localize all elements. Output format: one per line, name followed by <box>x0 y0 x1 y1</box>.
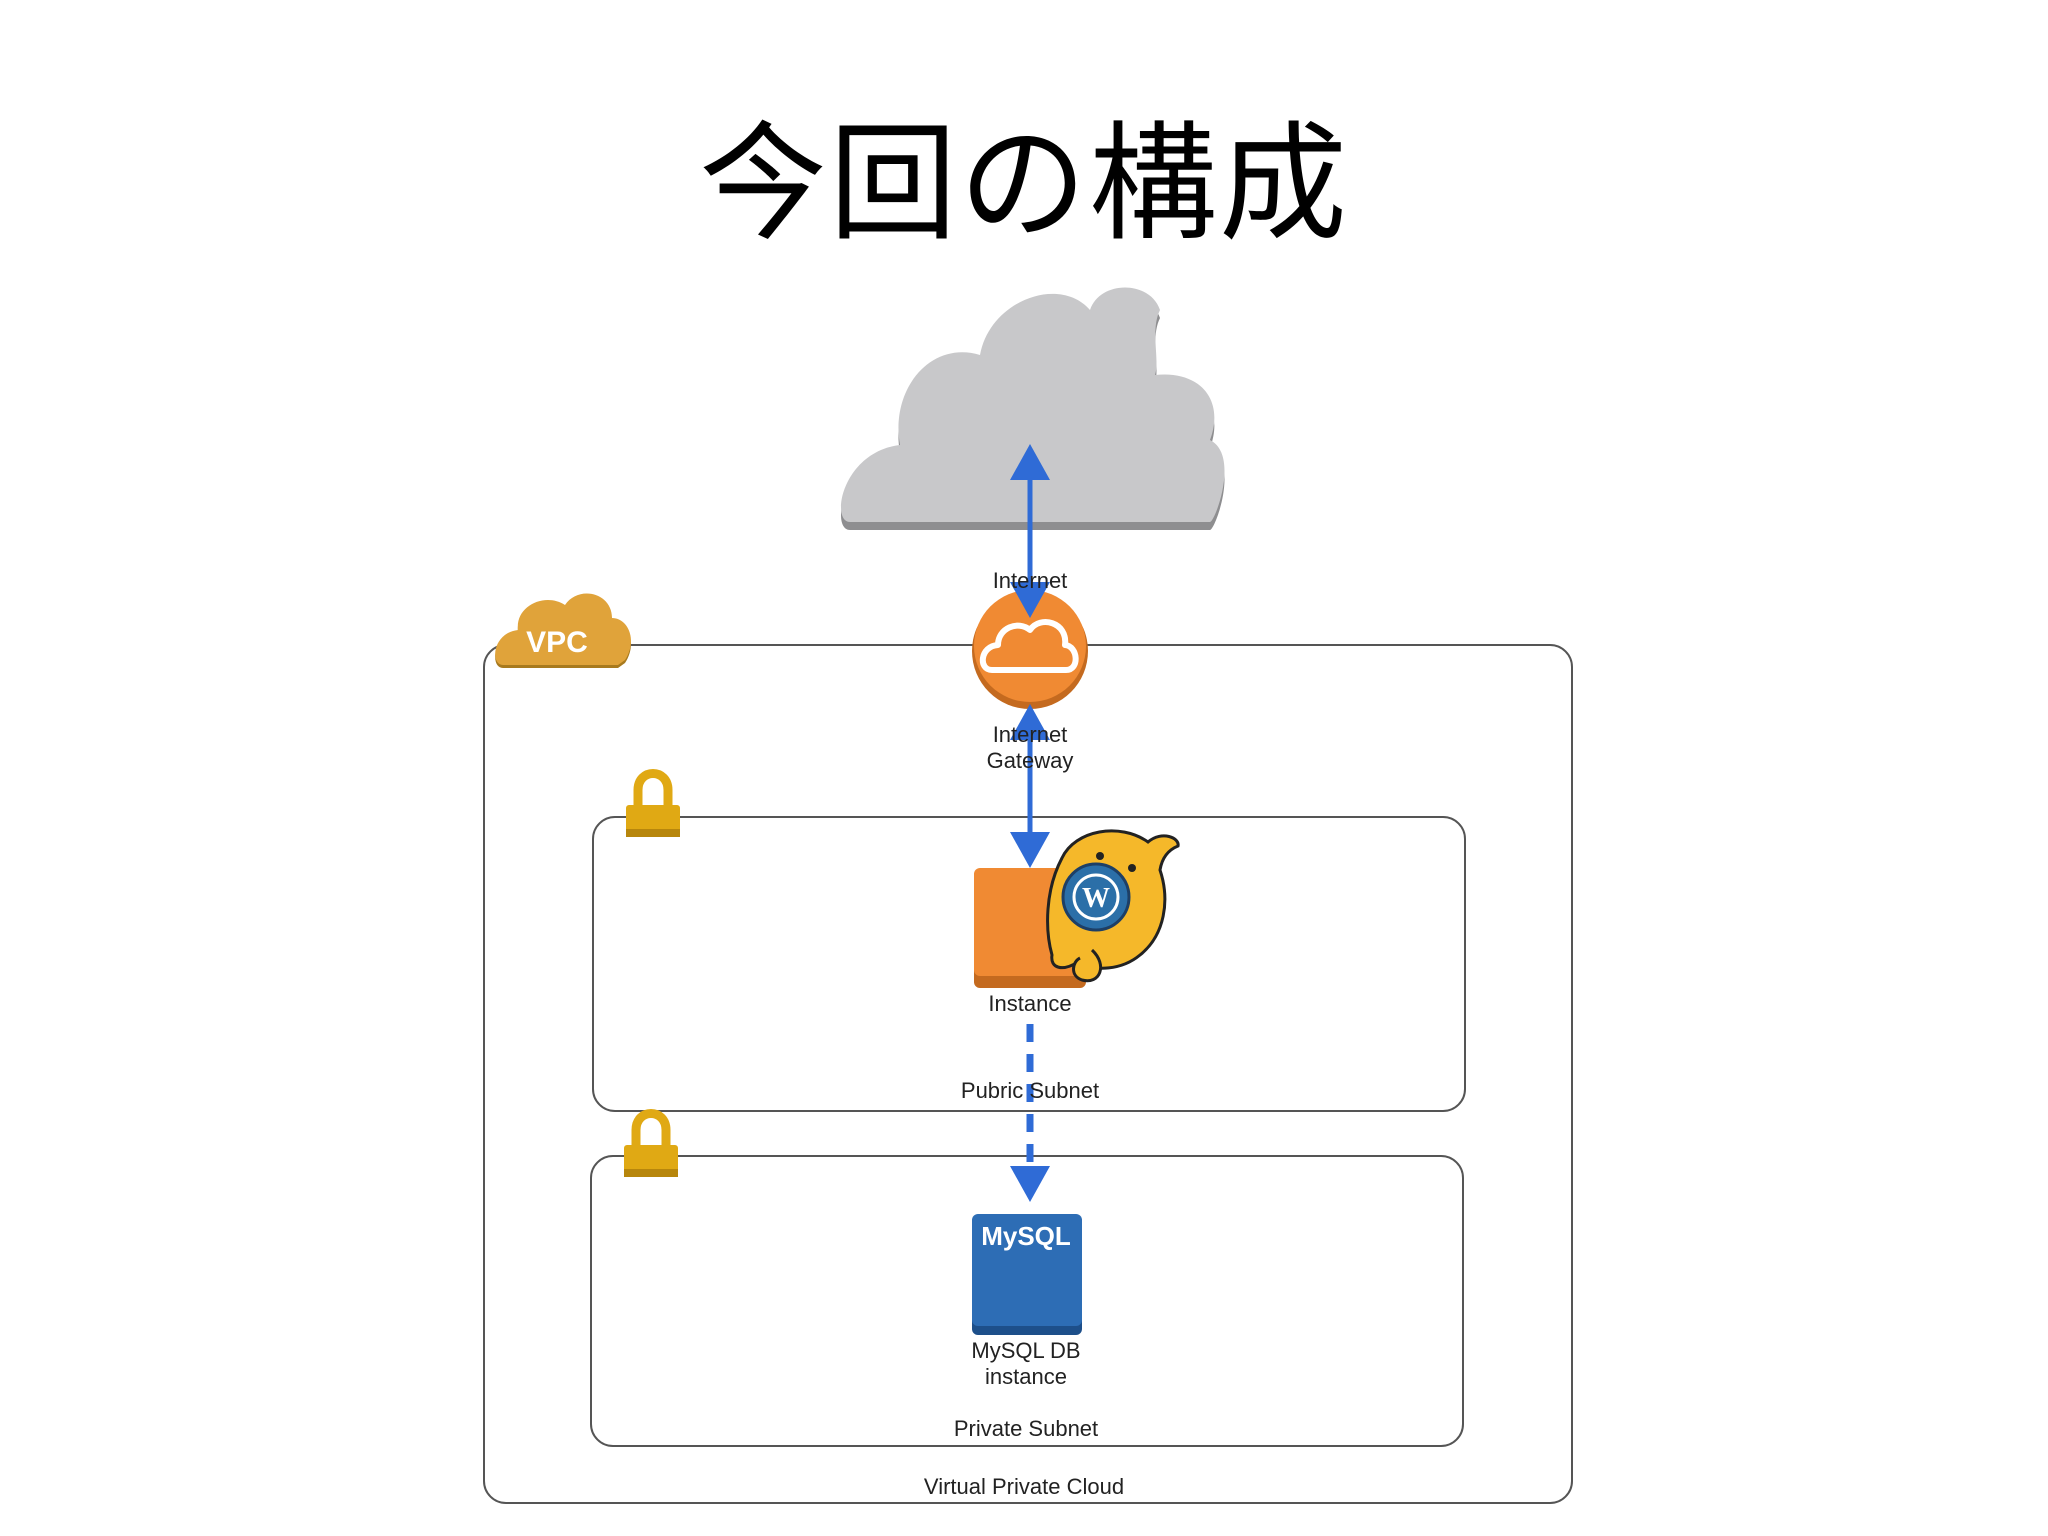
gateway-label-line1: Internet <box>993 722 1068 747</box>
slide-title: 今回の構成 <box>698 110 1349 259</box>
private-subnet-lock-icon <box>624 1109 678 1177</box>
svg-text:W: W <box>1082 883 1110 914</box>
private-subnet-label: Private Subnet <box>954 1416 1098 1441</box>
internet-label: Internet <box>993 568 1068 593</box>
db-label-line2: instance <box>985 1364 1067 1389</box>
public-subnet-lock-icon <box>626 769 680 837</box>
internet-cloud-icon <box>841 287 1225 530</box>
wapuu-mascot-icon: W <box>1046 829 1180 983</box>
instance-label: Instance <box>988 991 1071 1016</box>
internet-gateway-icon <box>972 590 1088 709</box>
db-label-line1: MySQL DB <box>971 1338 1080 1363</box>
mysql-badge-text: MySQL <box>981 1221 1071 1251</box>
public-subnet-label: Pubric Subnet <box>961 1078 1099 1103</box>
gateway-label-line2: Gateway <box>987 748 1074 773</box>
vpc-label: Virtual Private Cloud <box>924 1474 1124 1499</box>
mysql-db-icon: MySQL <box>972 1214 1082 1335</box>
vpc-badge-icon: VPC <box>495 593 631 668</box>
vpc-badge-text: VPC <box>526 626 588 659</box>
